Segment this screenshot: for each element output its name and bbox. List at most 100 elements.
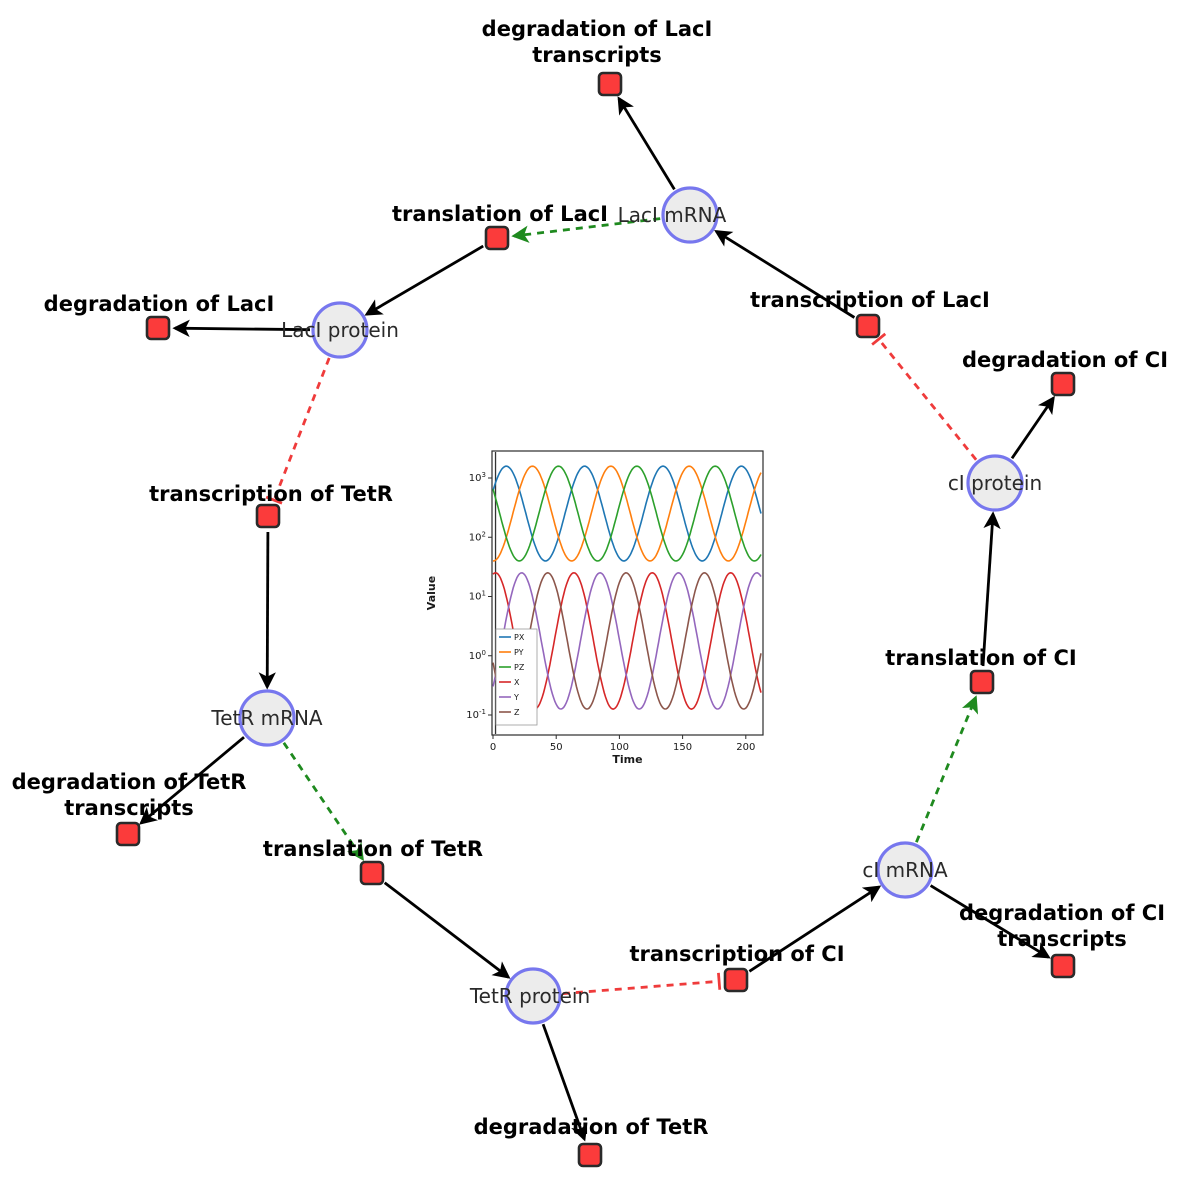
legend-label-Y: Y <box>513 693 519 702</box>
legend-label-PY: PY <box>514 648 524 657</box>
species-node-ci_protein: cI protein <box>948 454 1042 512</box>
species-node-laci_mrna: LacI mRNA <box>618 186 727 244</box>
reaction-square-icon <box>577 1142 603 1168</box>
reaction-label: translation of LacI <box>392 202 608 226</box>
reaction-node-tc_tetr: transcription of TetR <box>149 482 393 529</box>
reaction-label: transcription of LacI <box>750 288 990 312</box>
species-circle-icon <box>876 841 934 899</box>
edge-consumption-tetr_protein-to-deg_tetr <box>541 1023 588 1142</box>
reaction-label: degradation of CI <box>962 348 1168 372</box>
edge-consumption-ci_mrna-to-deg_ci_tx <box>929 884 1051 959</box>
species-node-ci_mrna: cI mRNA <box>862 841 948 899</box>
y-tick-label: 10-1 <box>466 708 486 721</box>
species-circle-icon <box>311 301 369 359</box>
reaction-square-icon <box>597 71 623 97</box>
x-tick-label: 150 <box>673 742 692 753</box>
edge-production-tl_laci-to-laci_protein <box>364 244 484 316</box>
edge-consumption-laci_protein-to-deg_laci <box>172 319 311 338</box>
legend-label-PZ: PZ <box>514 663 525 672</box>
edge-inhibition-tetr_protein-to-tc_ci <box>562 972 722 995</box>
species-circle-icon <box>966 454 1024 512</box>
reaction-node-tl_ci: translation of CI <box>885 646 1077 695</box>
reaction-node-deg_laci: degradation of LacI <box>44 292 275 341</box>
reaction-node-tl_tetr: translation of TetR <box>263 837 483 886</box>
species-node-laci_protein: LacI protein <box>281 301 399 359</box>
species-label: LacI protein <box>281 318 399 342</box>
reaction-node-tc_laci: transcription of LacI <box>750 288 990 339</box>
species-label: TetR protein <box>469 984 590 1008</box>
species-circle-icon <box>238 689 296 747</box>
reaction-square-icon <box>359 860 385 886</box>
edge-modifier-ci_mrna-to-tl_ci <box>915 695 979 843</box>
edge-modifier-laci_mrna-to-tl_laci <box>511 217 661 243</box>
reaction-node-deg_tetr: degradation of TetR <box>474 1115 709 1168</box>
species-label: cI mRNA <box>862 858 948 882</box>
y-tick-label: 102 <box>469 530 486 543</box>
series-line-PY <box>492 465 762 562</box>
edge-consumption-ci_protein-to-deg_ci <box>1010 395 1055 460</box>
legend-label-Z: Z <box>514 708 520 717</box>
reaction-node-deg_ci: degradation of CI <box>962 348 1168 397</box>
series-line-Y <box>492 571 762 710</box>
x-axis-label: Time <box>612 753 642 766</box>
y-tick-label: 101 <box>469 590 486 603</box>
species-node-tetr_protein: TetR protein <box>469 967 590 1025</box>
x-tick-label: 50 <box>550 742 563 753</box>
edge-production-tc_laci-to-laci_mrna <box>714 230 856 319</box>
x-tick-label: 100 <box>610 742 629 753</box>
edge-production-tc_ci-to-ci_mrna <box>748 885 882 973</box>
series-line-Z <box>492 571 762 710</box>
y-axis-label: Value <box>425 576 438 610</box>
edge-production-tl_tetr-to-tetr_protein <box>383 881 511 979</box>
reaction-label: translation of CI <box>885 646 1076 670</box>
series-line-PZ <box>492 465 762 562</box>
series-line-X <box>492 571 762 710</box>
edge-consumption-laci_mrna-to-deg_laci_tx <box>617 96 676 191</box>
legend-label-X: X <box>514 678 520 687</box>
reaction-label: degradation of LacI <box>44 292 275 316</box>
edge-production-tl_ci-to-ci_protein <box>981 511 1001 667</box>
reaction-label: degradation of TetR <box>474 1115 709 1139</box>
species-circle-icon <box>661 186 719 244</box>
y-tick-label: 103 <box>469 471 486 484</box>
species-node-tetr_mrna: TetR mRNA <box>210 689 323 747</box>
edge-inhibition-laci_protein-to-tc_tetr <box>265 357 331 505</box>
reaction-node-tc_ci: transcription of CI <box>629 942 845 993</box>
species-circle-icon <box>504 967 562 1025</box>
reaction-square-icon <box>1050 953 1076 979</box>
species-label: TetR mRNA <box>210 706 323 730</box>
species-label: LacI mRNA <box>618 203 727 227</box>
legend-label-PX: PX <box>514 633 525 642</box>
reaction-square-icon <box>855 313 881 339</box>
reaction-square-icon <box>255 503 281 529</box>
edge-modifier-tetr_mrna-to-tl_tetr <box>282 742 364 862</box>
reaction-square-icon <box>1050 371 1076 397</box>
reaction-node-tl_laci: translation of LacI <box>392 202 608 251</box>
y-tick-label: 100 <box>469 649 486 662</box>
reaction-label: translation of TetR <box>263 837 483 861</box>
edge-consumption-tetr_mrna-to-deg_tetr_tx <box>139 736 245 825</box>
reaction-square-icon <box>145 315 171 341</box>
series-line-PX <box>492 465 762 562</box>
reaction-label: transcription of CI <box>629 942 844 966</box>
edges-layer <box>139 96 1055 1142</box>
edge-production-tc_tetr-to-tetr_mrna <box>258 531 276 690</box>
reaction-label: transcription of TetR <box>149 482 393 506</box>
reaction-square-icon <box>969 669 995 695</box>
reaction-square-icon <box>115 821 141 847</box>
species-label: cI protein <box>948 471 1042 495</box>
x-tick-label: 200 <box>736 742 755 753</box>
x-tick-label: 0 <box>490 742 496 753</box>
reaction-square-icon <box>723 967 749 993</box>
reaction-square-icon <box>484 225 510 251</box>
